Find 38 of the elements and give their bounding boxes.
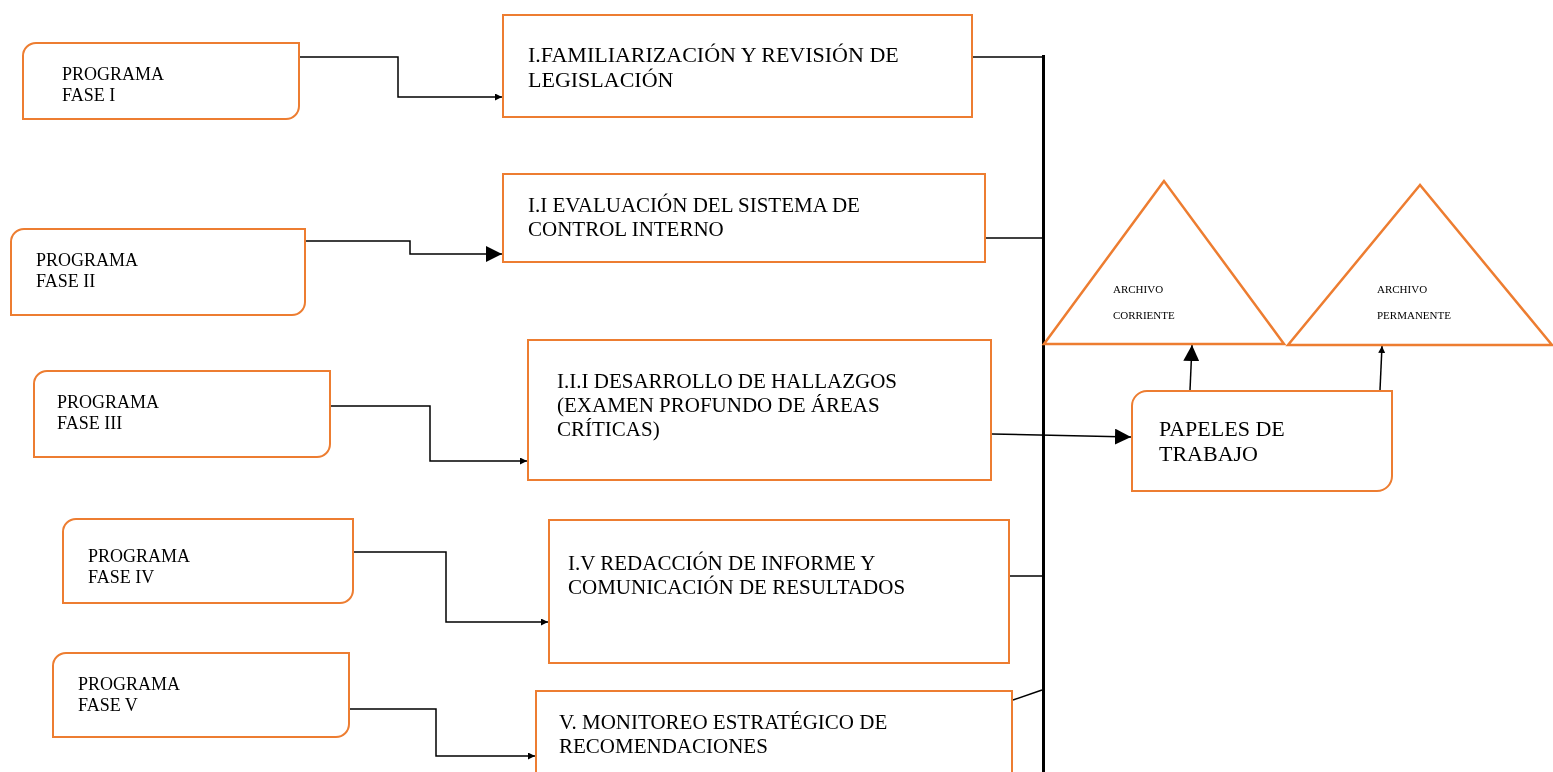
file-triangle <box>1287 184 1553 346</box>
connector-line <box>972 56 1043 58</box>
triangle-label: ARCHIVO CORRIENTE <box>1113 282 1176 324</box>
program-box <box>10 228 306 316</box>
program-box <box>33 370 331 458</box>
triangle-label: ARCHIVO PERMANENTE <box>1377 282 1452 324</box>
phase-box <box>502 173 986 263</box>
arrow <box>305 240 503 262</box>
box-label: PROGRAMA FASE V <box>78 674 181 716</box>
file-triangle <box>1043 180 1285 345</box>
arrow <box>1183 344 1200 391</box>
process-box <box>1131 390 1393 492</box>
box-label: I.I.I DESARROLLO DE HALLAZGOS (EXAMEN PROFUNDO DE ÁREAS CRÍTICAS) <box>557 369 899 442</box>
arrow <box>1378 345 1386 391</box>
phase-box <box>527 339 992 481</box>
box-label: PROGRAMA FASE I <box>62 64 165 106</box>
box-label: I.V REDACCIÓN DE INFORME Y COMUNICACIÓN DE RESULTADOS <box>568 551 907 600</box>
arrow <box>330 405 528 465</box>
program-box <box>62 518 354 604</box>
connector-line <box>1009 575 1043 577</box>
connector-line <box>985 237 1043 239</box>
phase-box <box>502 14 973 118</box>
box-label: V. MONITOREO ESTRATÉGICO DE RECOMENDACIONES <box>559 710 889 759</box>
arrow <box>299 56 503 101</box>
phase-box <box>535 690 1013 772</box>
bus-line <box>1042 55 1045 772</box>
box-label: PROGRAMA FASE IV <box>88 546 191 588</box>
box-label: PROGRAMA FASE II <box>36 250 139 292</box>
connector-line <box>1012 689 1043 701</box>
arrow <box>353 551 549 626</box>
box-label: PROGRAMA FASE III <box>57 392 160 434</box>
box-label: I.I EVALUACIÓN DEL SISTEMA DE CONTROL INTERNO <box>528 193 861 242</box>
phase-box <box>548 519 1010 664</box>
box-label: PAPELES DE TRABAJO <box>1159 416 1286 467</box>
program-box <box>22 42 300 120</box>
box-label: I.FAMILIARIZACIÓN Y REVISIÓN DE LEGISLACIÓN <box>528 42 900 93</box>
arrow <box>991 428 1132 445</box>
program-box <box>52 652 350 738</box>
